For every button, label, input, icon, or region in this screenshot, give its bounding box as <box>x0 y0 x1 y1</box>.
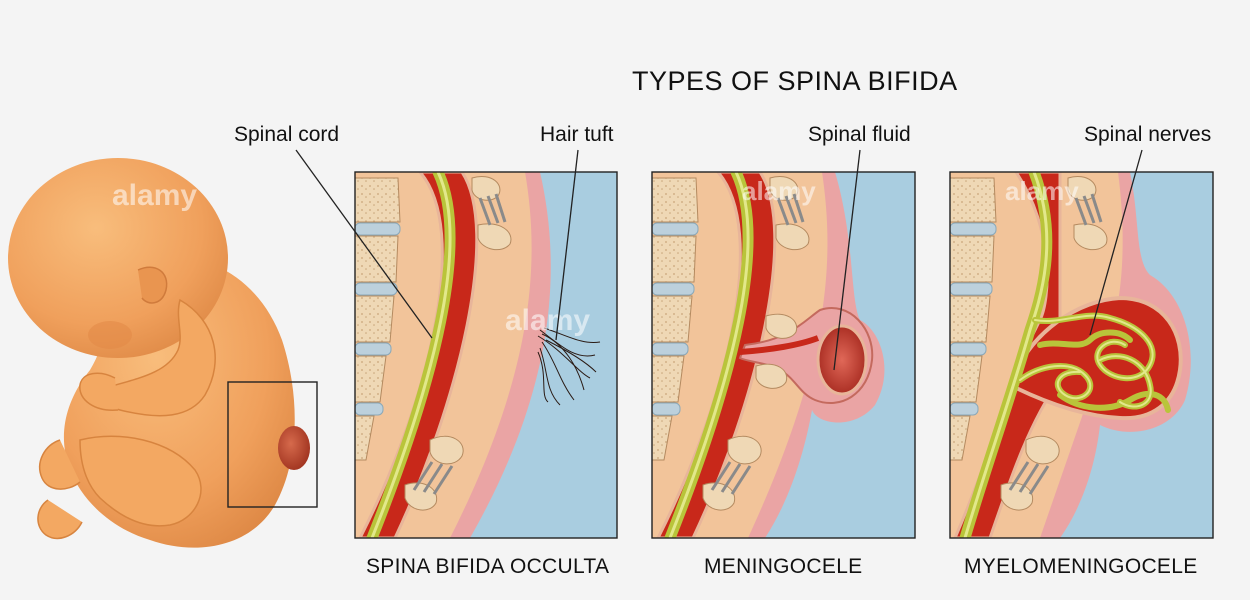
label-hair-tuft: Hair tuft <box>540 123 614 146</box>
panel-occulta: alamy <box>354 171 618 539</box>
label-spinal-cord: Spinal cord <box>234 123 340 146</box>
panel-myelomeningocele: alamy <box>949 171 1214 539</box>
watermark-text: alamy <box>505 304 590 337</box>
watermark-text: alamy <box>112 179 197 212</box>
caption-meningocele: MENINGOCELE <box>704 555 863 578</box>
hair-tuft <box>537 327 601 406</box>
caption-myelomeningocele: MYELOMENINGOCELE <box>964 555 1198 578</box>
leader-lines <box>295 149 1143 371</box>
watermark-text: alamy <box>742 176 816 206</box>
watermark-text: alamy <box>1005 176 1079 206</box>
highlight-box <box>227 381 318 508</box>
label-spinal-nerves: Spinal nerves <box>1084 123 1212 146</box>
fetus-illustration <box>8 158 318 548</box>
caption-occulta: SPINA BIFIDA OCCULTA <box>366 555 610 578</box>
panel-meningocele: alamy <box>651 171 916 539</box>
label-spinal-fluid: Spinal fluid <box>808 123 911 146</box>
page-title: TYPES OF SPINA BIFIDA <box>632 66 958 96</box>
